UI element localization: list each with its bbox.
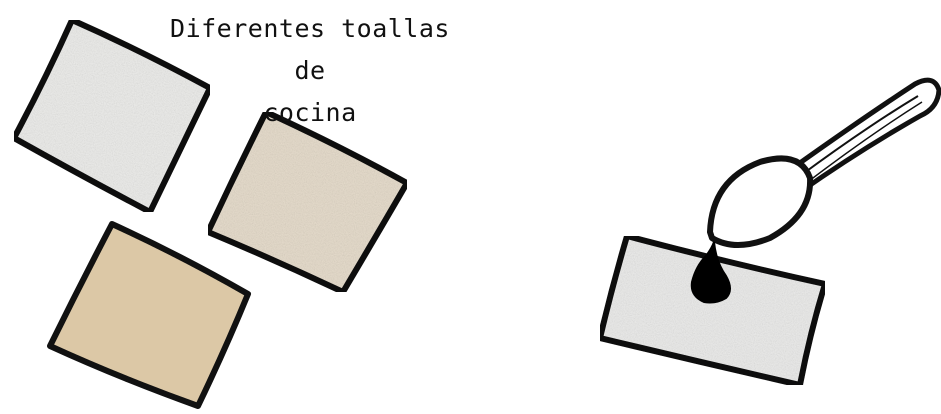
towel-white (11, 17, 213, 215)
towel-tan (47, 221, 251, 409)
towel-test (597, 233, 828, 388)
caption: Diferentes toallas de cocina (170, 14, 450, 127)
spoon (707, 77, 941, 248)
towel-beige (205, 109, 410, 295)
drop (690, 241, 731, 304)
